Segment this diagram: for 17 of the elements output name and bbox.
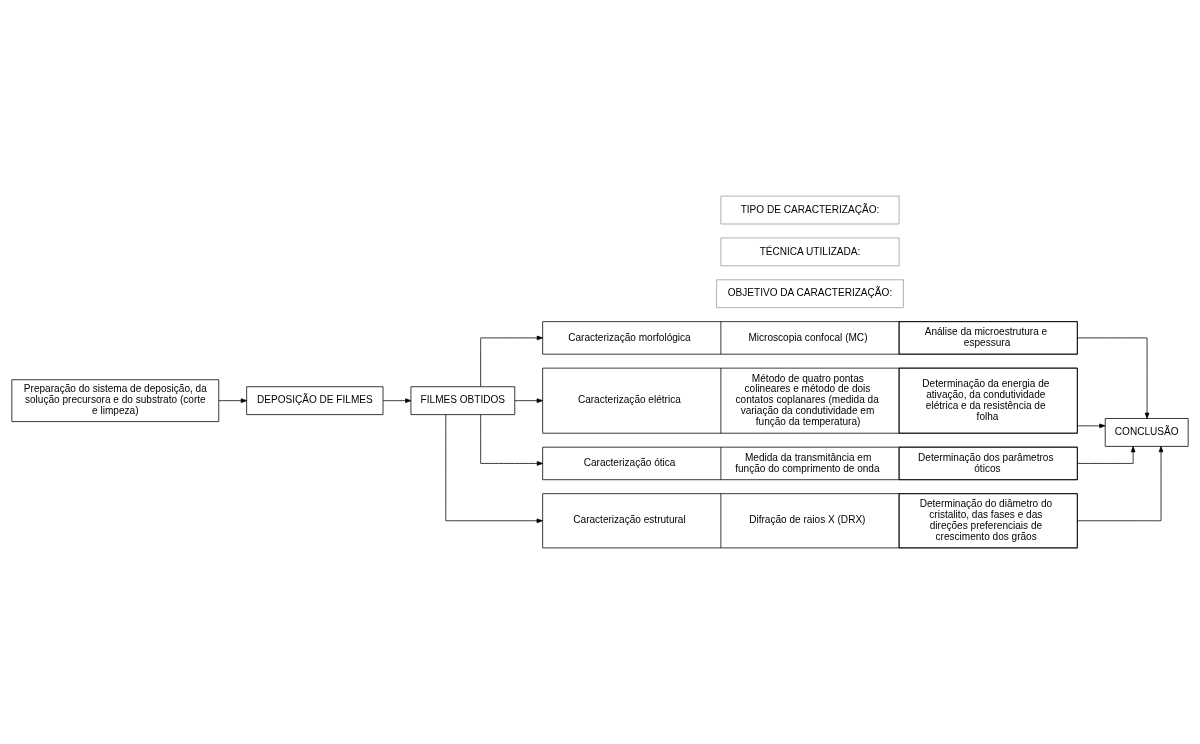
node-box: TIPO DE CARACTERIZAÇÃO: — [720, 195, 900, 225]
arrow — [382, 398, 412, 403]
node-box: FILMES OBTIDOS — [410, 386, 516, 415]
arrow — [1077, 423, 1106, 429]
node-box: Preparação do sistema de deposição, da solução precursora e do substrato (corte e limpeza) — [11, 379, 220, 422]
arrow — [480, 414, 543, 466]
arrow — [480, 335, 543, 387]
node-box: CONCLUSÃO — [1104, 418, 1189, 447]
node-box: DEPOSIÇÃO DE FILMES — [246, 386, 384, 415]
arrow — [445, 414, 543, 524]
arrow — [1077, 446, 1164, 522]
arrow — [218, 398, 247, 403]
node-box: TÉCNICA UTILIZADA: — [720, 237, 900, 267]
arrow — [1077, 446, 1136, 464]
arrow — [1077, 337, 1150, 419]
arrow — [514, 398, 543, 403]
node-box: OBJETIVO DA CARACTERIZAÇÃO: — [716, 279, 904, 309]
